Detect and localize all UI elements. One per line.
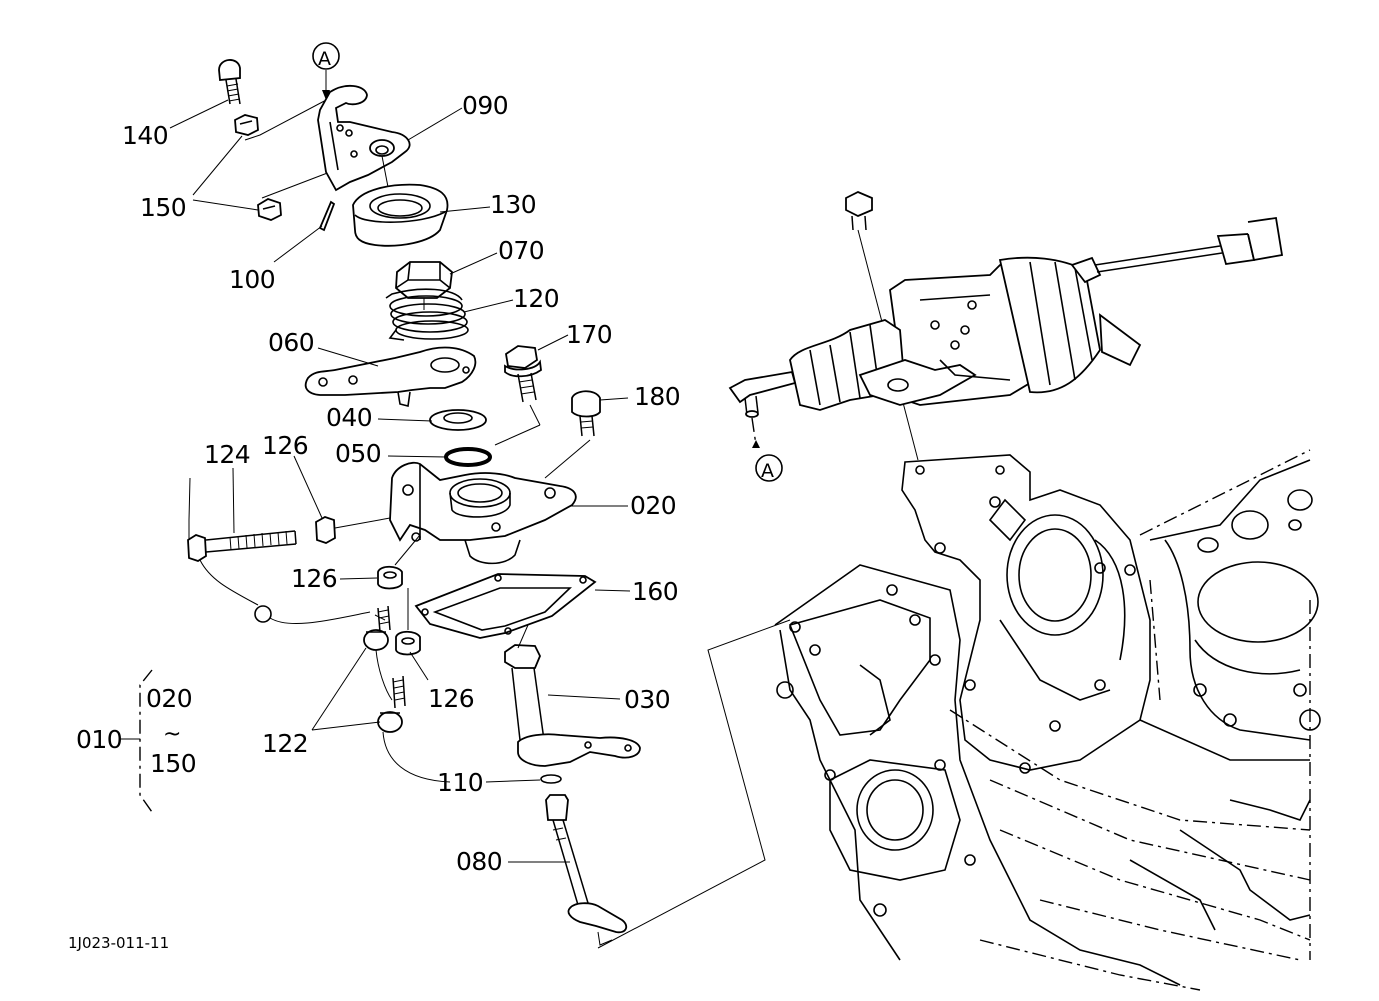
label-180: 180: [634, 382, 680, 411]
label-030: 030: [624, 685, 670, 714]
part-126-washer-lower: [395, 630, 421, 656]
part-126-washer-middle: [377, 534, 421, 590]
assembly-range-to: 150: [150, 749, 196, 778]
part-labels: 140 150 100 090 130 070 120 060 170 180 …: [122, 91, 681, 876]
engine-block: [774, 449, 1321, 991]
part-040-washer: [429, 409, 487, 431]
label-126-middle: 126: [291, 564, 337, 593]
part-120-spring: [385, 288, 469, 341]
label-122: 122: [262, 729, 308, 758]
part-124-bolt: [187, 477, 371, 625]
reference-marker-a-lower: A: [755, 454, 783, 482]
part-080-shaft: [545, 794, 628, 946]
label-080: 080: [456, 847, 502, 876]
leader-lines: [169, 99, 631, 863]
part-070-nut: [395, 261, 453, 310]
part-100-pin: [318, 200, 336, 232]
label-170: 170: [566, 320, 612, 349]
label-110: 110: [437, 768, 483, 797]
label-020: 020: [630, 491, 676, 520]
label-124: 124: [204, 440, 250, 469]
label-050: 050: [335, 439, 381, 468]
part-090-bracket: [317, 85, 411, 219]
part-140-bolt: [218, 59, 241, 105]
label-130: 130: [490, 190, 536, 219]
figure-code: 1J023-011-11: [68, 934, 169, 952]
part-130-collar: [352, 183, 449, 247]
part-122-ball-stud-upper: [363, 605, 393, 701]
part-160-gasket: [414, 573, 597, 639]
label-060: 060: [268, 328, 314, 357]
part-050-o-ring: [444, 447, 492, 467]
part-150-nut-upper: [234, 114, 259, 136]
label-126-lower: 126: [428, 684, 474, 713]
label-070: 070: [498, 236, 544, 265]
label-126-upper: 126: [262, 431, 308, 460]
exploded-parts: A: [187, 42, 791, 949]
part-020-housing: [389, 461, 577, 565]
stop-solenoid: [728, 191, 1284, 461]
label-150: 150: [140, 193, 186, 222]
svg-text:A: A: [318, 48, 331, 70]
assembly-range-tilde: ~: [163, 722, 181, 747]
part-110-o-ring: [540, 774, 562, 784]
part-126-nut-upper: [315, 516, 391, 544]
svg-text:A: A: [761, 460, 774, 482]
label-100: 100: [229, 265, 275, 294]
reference-marker-a-upper: A: [312, 42, 340, 100]
label-140: 140: [122, 121, 168, 150]
label-090: 090: [462, 91, 508, 120]
part-060-lever: [304, 346, 477, 407]
assembly-range-from: 020: [146, 684, 192, 713]
label-160: 160: [632, 577, 678, 606]
label-120: 120: [513, 284, 559, 313]
part-150-nut-lower: [257, 198, 282, 221]
part-030-shaft-lever: [504, 644, 641, 767]
label-010: 010: [76, 725, 122, 754]
part-170-bolt: [494, 345, 542, 446]
part-180-bolt: [544, 390, 601, 479]
label-040: 040: [326, 403, 372, 432]
assembly-group-010: 010 020 ~ 150: [76, 669, 197, 813]
